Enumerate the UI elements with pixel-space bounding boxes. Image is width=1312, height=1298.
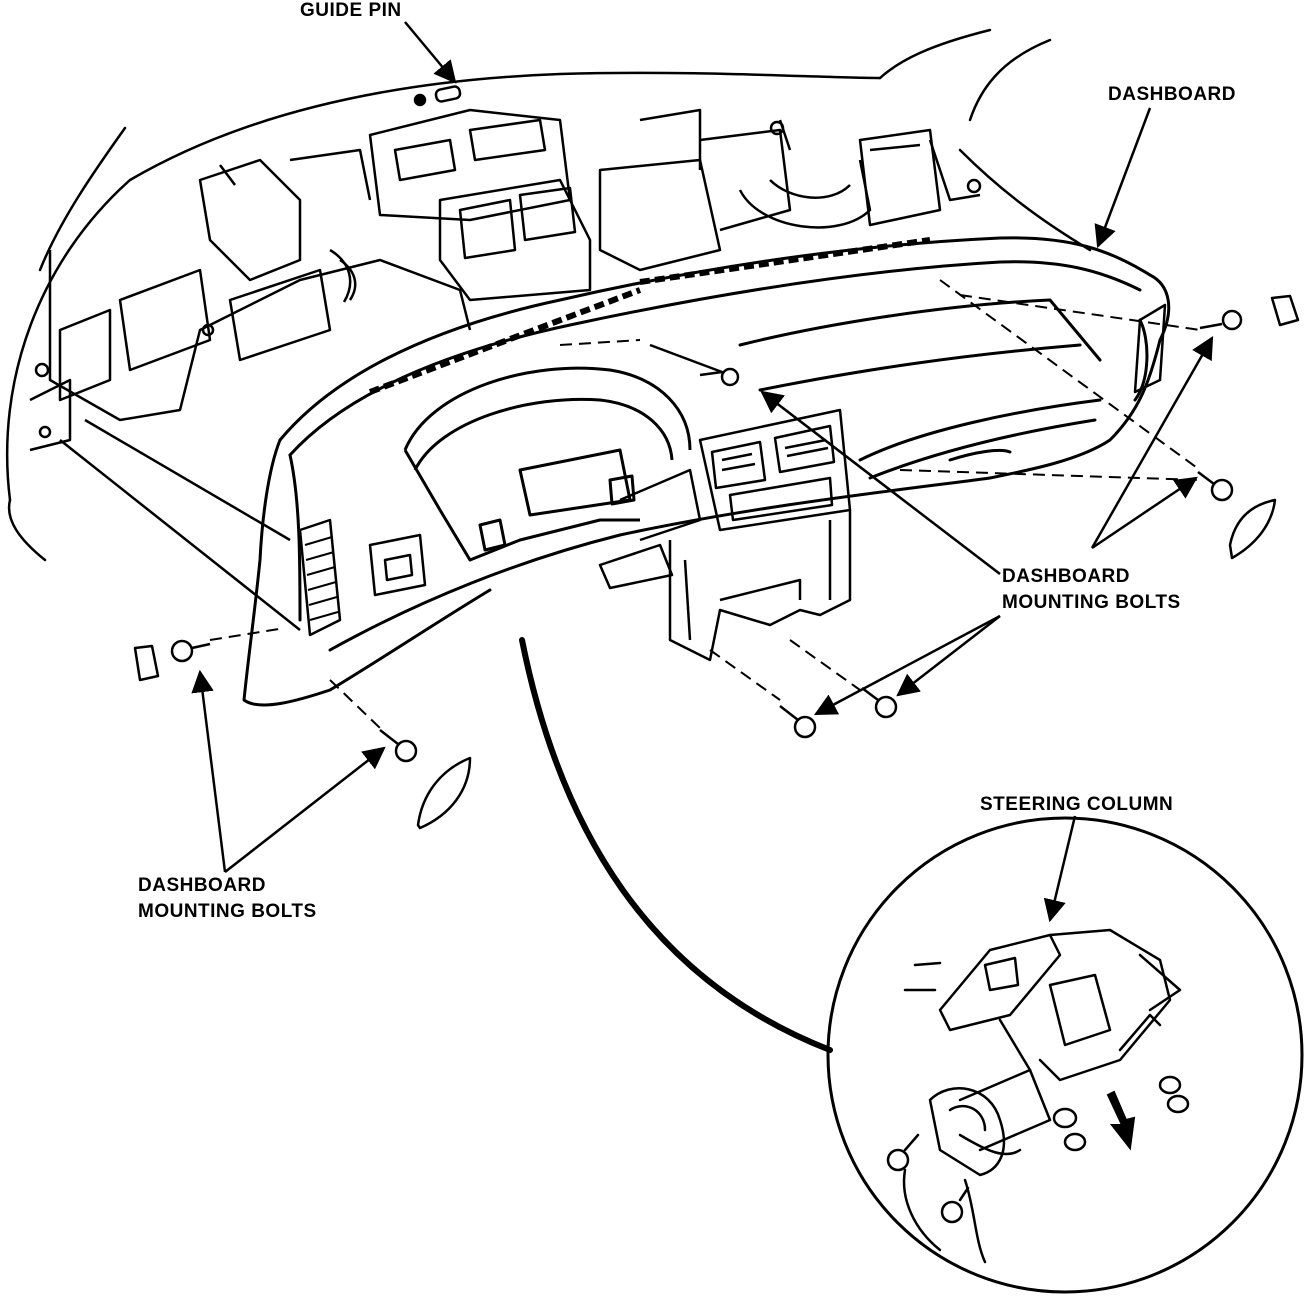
arrow-bolts-right-3: [1091, 476, 1198, 550]
arrow-bolts-left-2: [224, 746, 386, 873]
label-dashboard-text: DASHBOARD: [1108, 84, 1236, 105]
label-mounting-bolts-right: DASHBOARD MOUNTING BOLTS: [1002, 564, 1181, 616]
detail-circle: [826, 816, 1304, 1294]
vehicle-body-outline: [5, 28, 1092, 562]
bolt-left-upper: [170, 639, 211, 663]
cap-left-lower: [416, 756, 472, 830]
cap-right-lower: [1228, 498, 1277, 560]
pull-down-arrow-icon: [1106, 1090, 1136, 1151]
left-side-vent: [298, 303, 1167, 637]
label-mounting-bolts-left-line2: MOUNTING BOLTS: [138, 901, 317, 922]
body-leader-lines: [59, 343, 731, 631]
cap-left-upper: [133, 644, 160, 682]
detail-sweep-line: [519, 637, 833, 1053]
hvac-assembly: [29, 93, 982, 452]
defroster-vents: [368, 237, 931, 395]
bolt-top-center: [699, 367, 740, 387]
arrow-guide-pin: [404, 21, 457, 84]
guide-pin: [434, 85, 462, 103]
steering-column-detail: [826, 816, 1304, 1294]
cap-right-upper: [1270, 294, 1300, 327]
bolt-bottom-center-right: [861, 687, 898, 719]
label-guide-pin-text: GUIDE PIN: [300, 0, 402, 21]
label-steering-column-text: STEERING COLUMN: [980, 794, 1174, 815]
arrow-bolts-right-4: [814, 614, 1001, 716]
trim-caps: [133, 294, 1300, 830]
center-console: [698, 408, 852, 532]
label-mounting-bolts-right-line2: MOUNTING BOLTS: [1002, 592, 1181, 613]
callout-arrows: [191, 21, 1214, 923]
label-mounting-bolts-left: DASHBOARD MOUNTING BOLTS: [138, 873, 317, 925]
label-mounting-bolts-right-line1: DASHBOARD: [1002, 566, 1130, 587]
center-bracket: [598, 468, 852, 662]
dashed-alignment-lines: [209, 279, 1201, 729]
bolt-right-upper: [1199, 309, 1243, 331]
arrow-bolts-left-1: [191, 669, 227, 873]
instrument-cluster-hood: [403, 366, 692, 562]
arrow-bolts-right-2: [1090, 336, 1214, 549]
label-dashboard: DASHBOARD: [1108, 82, 1236, 108]
arrow-dashboard: [1094, 107, 1152, 249]
bolt-left-lower: [379, 729, 418, 763]
label-steering-column: STEERING COLUMN: [980, 792, 1173, 818]
arrow-bolts-right-1: [760, 390, 1001, 575]
mounting-bolts: [170, 309, 1243, 763]
label-mounting-bolts-left-line1: DASHBOARD: [138, 875, 266, 896]
label-guide-pin: GUIDE PIN: [300, 0, 402, 24]
bolt-right-lower: [1197, 471, 1234, 502]
bolt-bottom-center-left: [779, 705, 817, 739]
arrow-bolts-right-5: [896, 615, 1001, 697]
arrow-steering-column: [1043, 815, 1077, 923]
